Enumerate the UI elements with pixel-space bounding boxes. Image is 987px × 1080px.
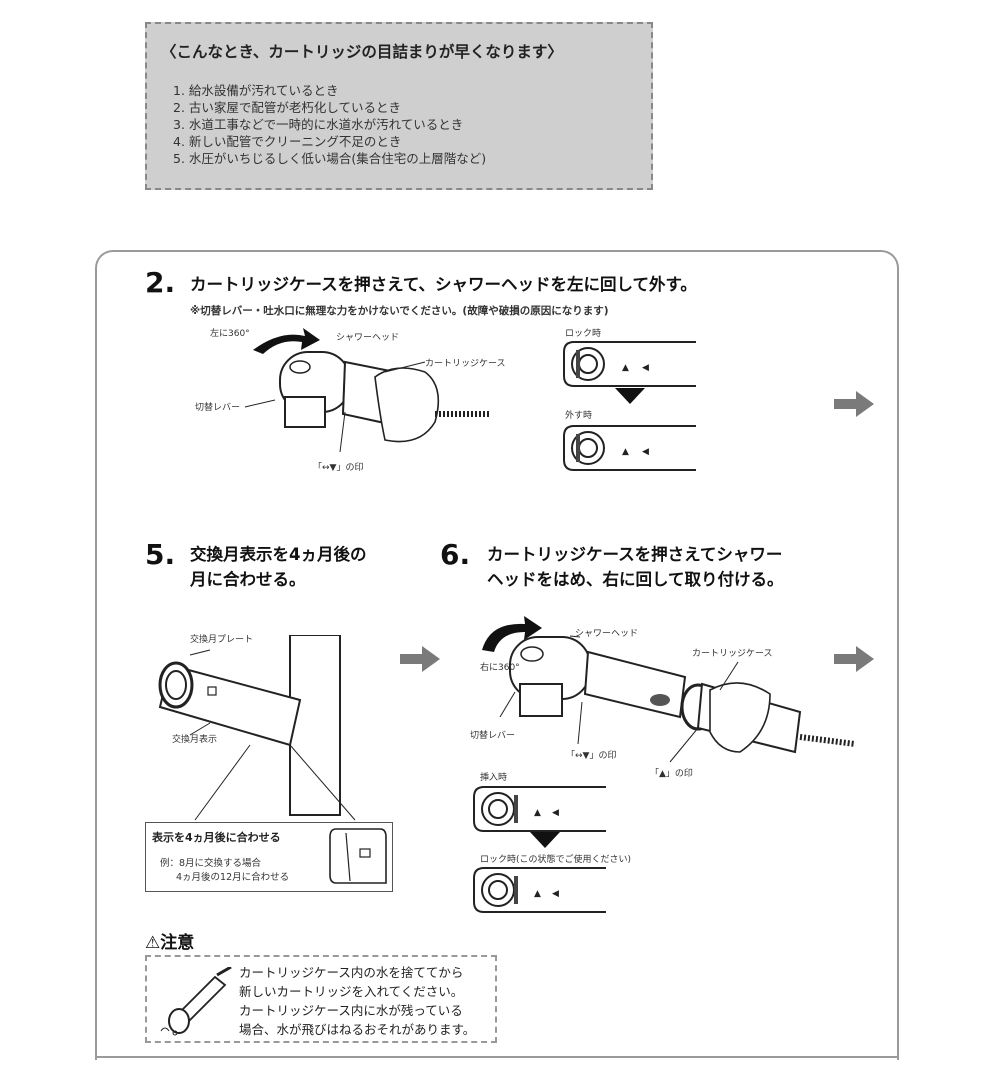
example-title: 表示を4ヵ月後に合わせる	[152, 831, 281, 844]
step2-number: 2.	[145, 266, 176, 299]
step5-illustration	[158, 635, 356, 821]
down-triangle-icon	[615, 388, 645, 404]
step2-text: カートリッジケースを押さえて、シャワーヘッドを左に回して外す。	[190, 275, 697, 294]
list-item: 4. 新しい配管でクリーニング不足のとき	[173, 134, 402, 149]
list-item: 5. 水圧がいちじるしく低い場合(集合住宅の上層階など)	[173, 151, 487, 166]
step6-lock-label: ロック時(この状態でご使用ください)	[480, 855, 632, 865]
instruction-panel	[95, 250, 899, 1060]
info-box: 〈こんなとき、カートリッジの目詰まりが早くなります〉 1. 給水設備が汚れている…	[145, 22, 653, 190]
down-triangle-icon	[530, 832, 560, 848]
step6-mark-label: 「↔▼」の印	[566, 751, 617, 761]
step5-text-line1: 交換月表示を4ヵ月後の	[190, 545, 367, 564]
example-line2: 4ヵ月後の12月に合わせる	[176, 872, 290, 883]
step6-shower-head-label: シャワーヘッド	[575, 629, 639, 639]
step6-text-line1: カートリッジケースを押さえてシャワー	[487, 545, 783, 564]
next-arrow-icon	[834, 646, 874, 672]
step5-display-label: 交換月表示	[172, 735, 218, 745]
svg-text:◀: ◀	[552, 808, 559, 818]
rotate-arrow-icon	[482, 616, 542, 652]
step6-cartridge-case-label: カートリッジケース	[692, 649, 773, 659]
step2-note: ※切替レバー・吐水口に無理な力をかけないでください。(故障や破損の原因になります…	[190, 305, 609, 317]
caution-line: 新しいカートリッジを入れてください。	[239, 984, 464, 999]
step2-mark-label: 「↔▼」の印	[313, 463, 364, 473]
lock-diagram-locked: ▲ ◀	[563, 341, 696, 387]
step2-cartridge-case-label: カートリッジケース	[425, 359, 506, 369]
lock-diagram-inserted: ▲ ◀	[473, 786, 606, 832]
step2-lever-label: 切替レバー	[195, 403, 241, 413]
panel-bottom-rule	[95, 1056, 899, 1058]
step2-shower-head-label: シャワーヘッド	[336, 333, 400, 343]
svg-text:◀: ◀	[642, 447, 649, 457]
step6-triangle-mark-label: 「▲」の印	[650, 769, 693, 779]
rotate-arrow-icon	[253, 328, 320, 354]
next-arrow-icon	[400, 646, 440, 672]
caution-line: カートリッジケース内の水を捨ててから	[239, 965, 464, 980]
svg-text:▲: ▲	[622, 447, 629, 457]
list-item: 3. 水道工事などで一時的に水道水が汚れているとき	[173, 117, 464, 132]
step2-remove-label: 外す時	[565, 411, 593, 421]
list-item: 1. 給水設備が汚れているとき	[173, 83, 339, 98]
example-box: 表示を4ヵ月後に合わせる 例：8月に交換する場合 4ヵ月後の12月に合わせる	[145, 822, 393, 892]
step6-lever-label: 切替レバー	[470, 731, 516, 741]
info-list: 1. 給水設備が汚れているとき 2. 古い家屋で配管が老朽化しているとき 3. …	[173, 82, 486, 167]
lock-diagram-locked: ▲ ◀	[473, 867, 606, 913]
caution-box: カートリッジケース内の水を捨ててから 新しいカートリッジを入れてください。 カー…	[145, 955, 497, 1043]
step6-illustration	[482, 616, 856, 763]
svg-text:◀: ◀	[642, 363, 649, 373]
step2-rotate-label: 左に360°	[210, 329, 250, 339]
step5-number: 5.	[145, 538, 176, 571]
step6-number: 6.	[440, 538, 471, 571]
month-plate-icon	[329, 828, 387, 884]
caution-line: カートリッジケース内に水が残っている	[239, 1003, 463, 1018]
caution-title: ⚠注意	[145, 933, 195, 953]
list-item: 2. 古い家屋で配管が老朽化しているとき	[173, 100, 402, 115]
lock-diagram-unlocked: ▲ ◀	[563, 425, 696, 471]
example-line1: 例：8月に交換する場合	[160, 858, 262, 869]
caution-text: カートリッジケース内の水を捨ててから 新しいカートリッジを入れてください。 カー…	[239, 963, 475, 1039]
svg-text:▲: ▲	[534, 889, 541, 899]
info-title: 〈こんなとき、カートリッジの目詰まりが早くなります〉	[161, 43, 563, 61]
caution-line: 場合、水が飛びはねるおそれがあります。	[239, 1022, 476, 1037]
svg-text:▲: ▲	[534, 808, 541, 818]
svg-text:▲: ▲	[622, 363, 629, 373]
step6-rotate-label: 右に360°	[480, 663, 520, 673]
next-arrow-icon	[834, 391, 874, 417]
step6-text-line2: ヘッドをはめ、右に回して取り付ける。	[487, 570, 784, 589]
step2-illustration	[244, 328, 490, 453]
step5-text-line2: 月に合わせる。	[190, 570, 306, 589]
cartridge-case-water-icon	[160, 967, 232, 1036]
svg-text:◀: ◀	[552, 889, 559, 899]
step5-plate-label: 交換月プレート	[190, 635, 254, 645]
step2-lock-label: ロック時	[565, 329, 602, 339]
step6-insert-label: 挿入時	[480, 773, 508, 783]
